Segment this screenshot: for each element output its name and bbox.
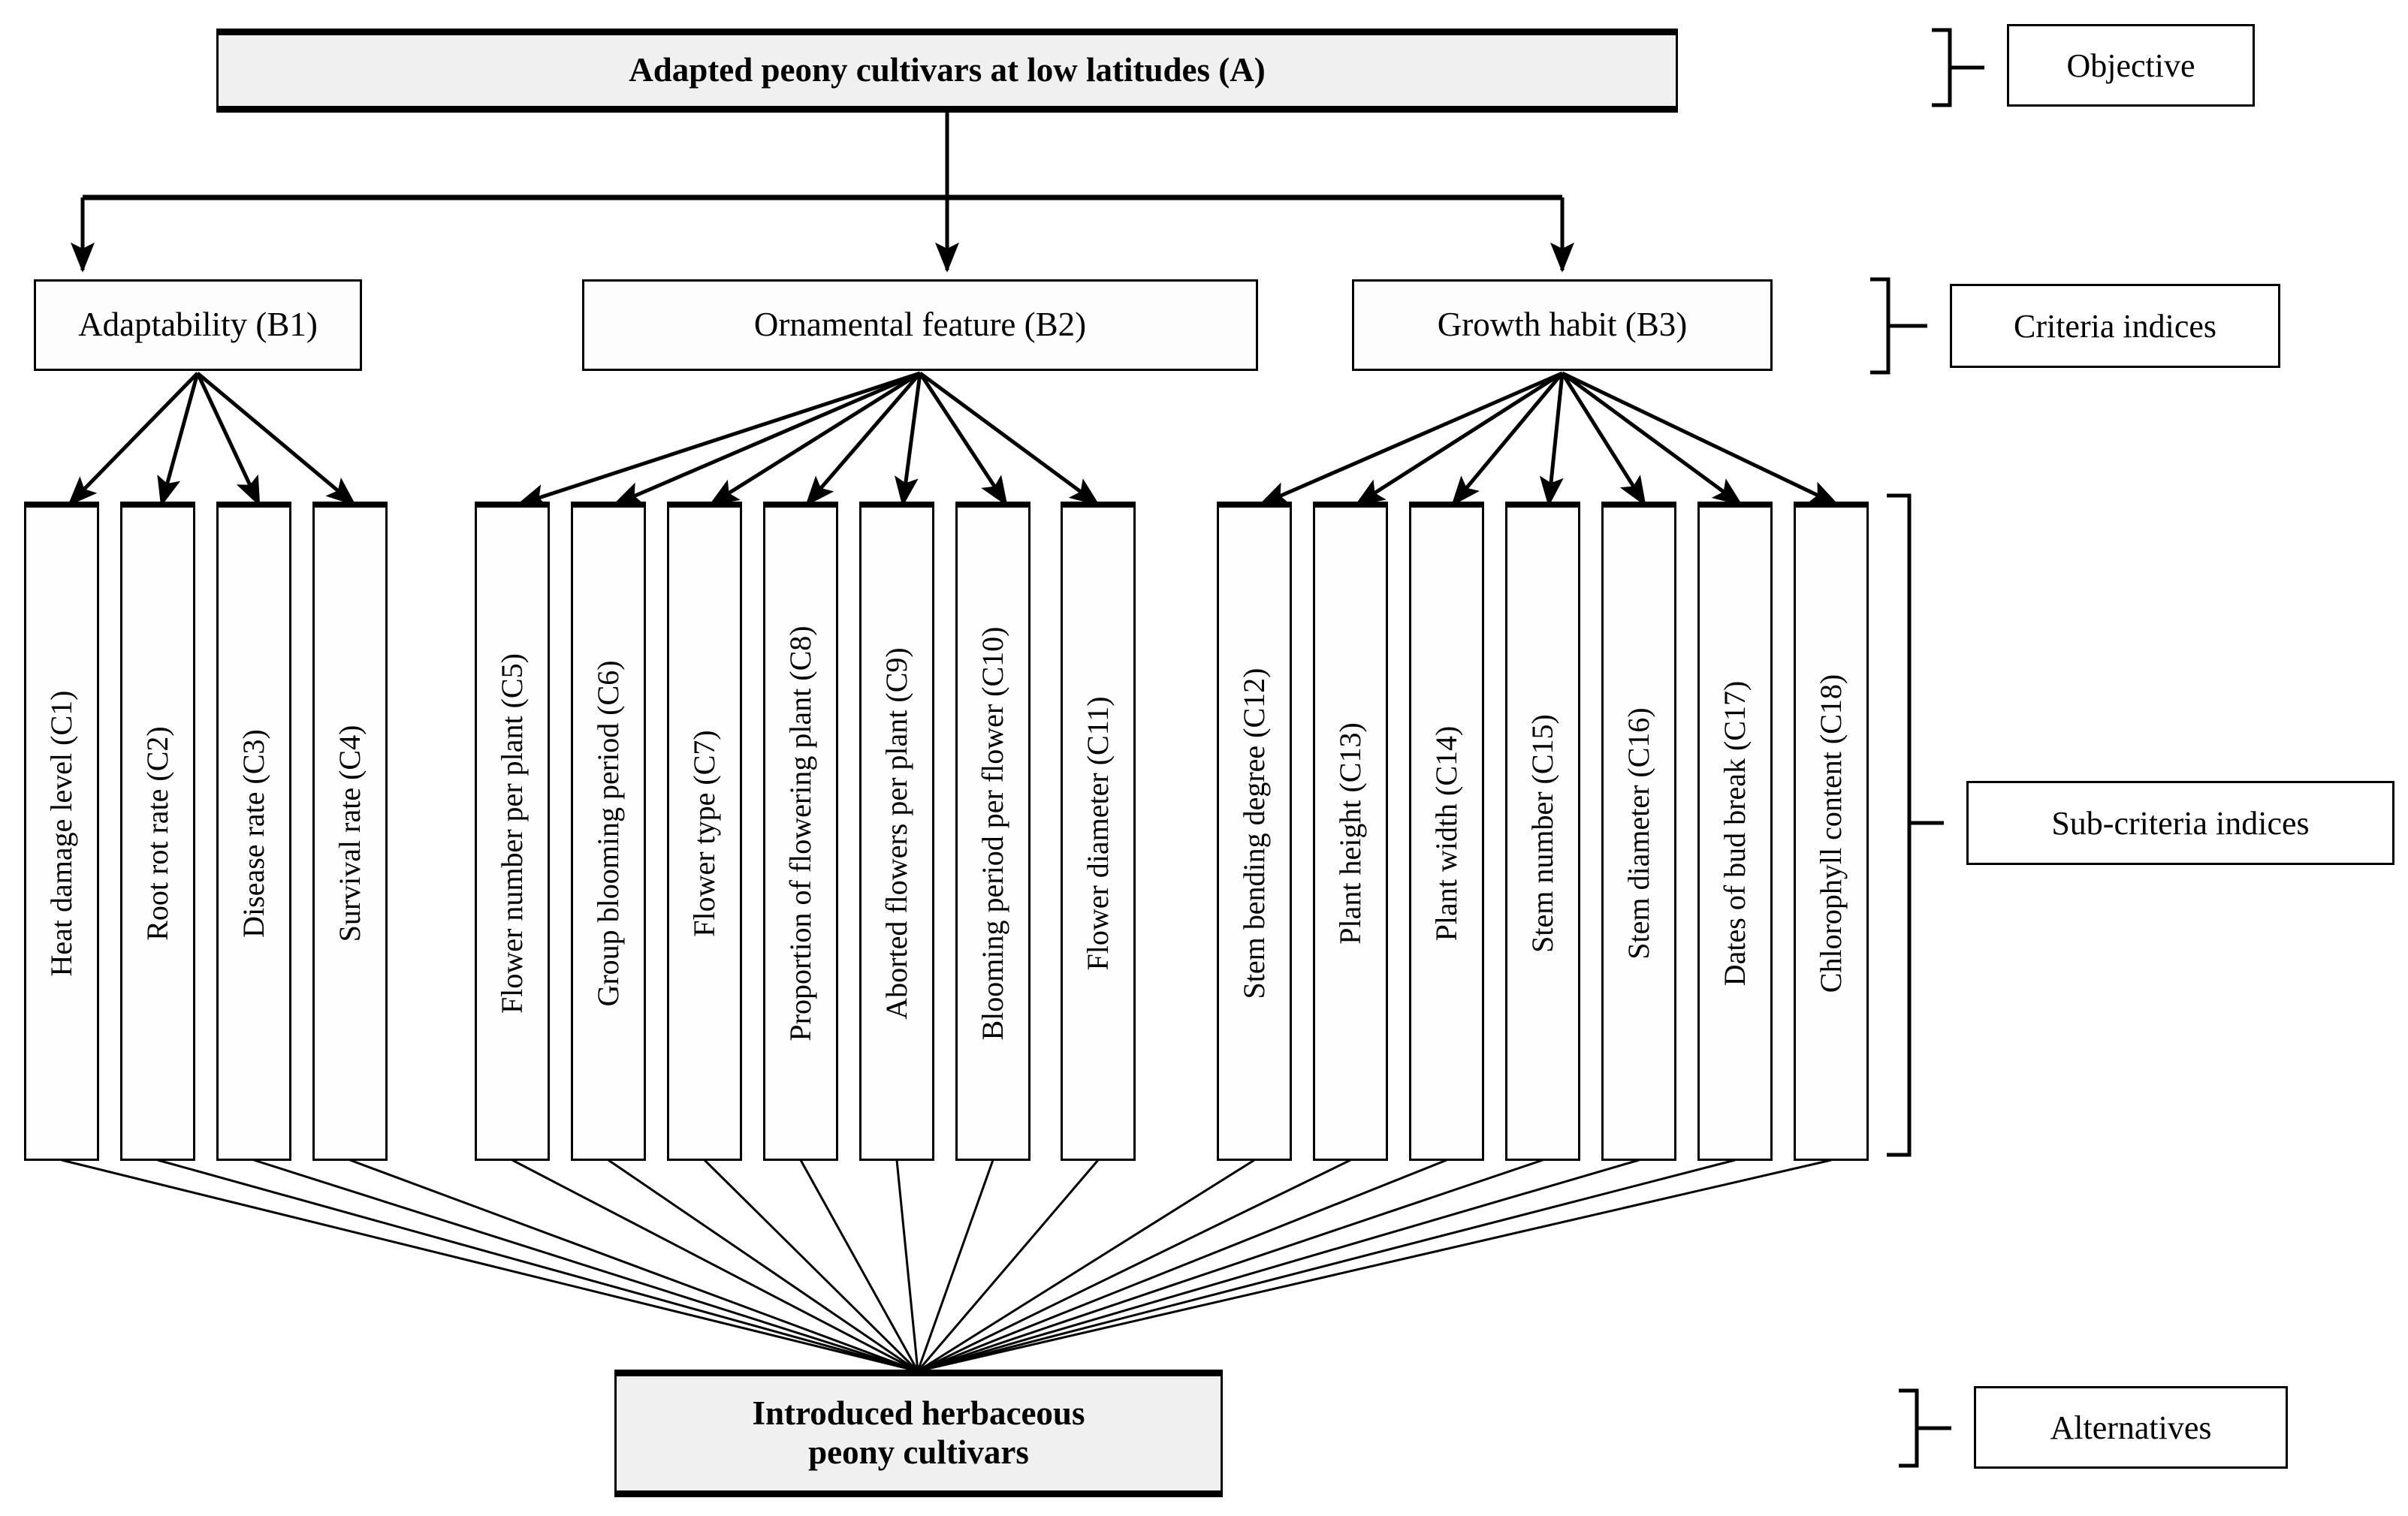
subcriteria-node-c16: Stem diameter (C16) — [1601, 502, 1676, 1161]
b3-to-subcriteria-arrows — [1258, 371, 1839, 507]
subcriteria-label-c2: Root rot rate (C2) — [140, 725, 174, 941]
subcriteria-node-c8: Proportion of flowering plant (C8) — [763, 502, 838, 1161]
subcriteria-node-c9: Aborted flowers per plant (C9) — [859, 502, 934, 1161]
objective-to-criteria-connector — [71, 113, 1575, 273]
subcriteria-node-c10: Blooming period per flower (C10) — [955, 502, 1030, 1161]
subcriteria-label-c17: Dates of bud break (C17) — [1718, 680, 1752, 986]
subcriteria-label-c11: Flower diameter (C11) — [1081, 695, 1115, 971]
level-label-objective: Objective — [2007, 24, 2255, 107]
subcriteria-node-c1: Heat damage level (C1) — [24, 502, 99, 1161]
level-label-criteria: Criteria indices — [1950, 284, 2280, 368]
subcriteria-label-c3: Disease rate (C3) — [237, 728, 270, 938]
b2-to-subcriteria-arrows — [516, 371, 1100, 508]
subcriteria-node-c14: Plant width (C14) — [1409, 502, 1484, 1161]
subcriteria-label-c16: Stem diameter (C16) — [1622, 707, 1655, 960]
level-label-alternatives: Alternatives — [1974, 1386, 2288, 1469]
level-label-subcriteria: Sub-criteria indices — [1966, 781, 2394, 865]
alternatives-line-2: peony cultivars — [808, 1433, 1029, 1471]
subcriteria-node-c12: Stem bending degree (C12) — [1217, 502, 1292, 1161]
subcriteria-label-c8: Proportion of flowering plant (C8) — [783, 625, 817, 1041]
b1-to-subcriteria-arrows — [67, 372, 357, 507]
alternatives-bracket — [1899, 1388, 1951, 1468]
subcriteria-label-c14: Plant width (C14) — [1429, 725, 1463, 941]
subcriteria-label-c4: Survival rate (C4) — [333, 725, 367, 942]
subcriteria-label-c15: Stem number (C15) — [1525, 713, 1559, 953]
subcriteria-node-c13: Plant height (C13) — [1313, 502, 1388, 1161]
alternatives-node: Introduced herbaceous peony cultivars — [614, 1370, 1223, 1497]
subcriteria-node-c4: Survival rate (C4) — [312, 502, 388, 1161]
objective-bracket — [1932, 28, 1984, 107]
subcriteria-node-c6: Group blooming period (C6) — [571, 502, 646, 1161]
subcriteria-node-c2: Root rot rate (C2) — [120, 502, 195, 1161]
level-brackets — [1870, 28, 1984, 1468]
subcriteria-label-c10: Blooming period per flower (C10) — [976, 626, 1009, 1040]
subcriteria-label-c12: Stem bending degree (C12) — [1237, 668, 1271, 999]
subcriteria-node-c15: Stem number (C15) — [1505, 502, 1580, 1161]
alternatives-line-1: Introduced herbaceous — [752, 1394, 1085, 1433]
subcriteria-node-c18: Chlorophyll content (C18) — [1794, 502, 1869, 1161]
subcriteria-node-c11: Flower diameter (C11) — [1061, 502, 1136, 1161]
subcriteria-node-c17: Dates of bud break (C17) — [1697, 502, 1773, 1161]
subcriteria-label-c9: Aborted flowers per plant (C9) — [880, 646, 913, 1020]
criteria-node-b1: Adaptability (B1) — [34, 279, 362, 371]
criteria-bracket — [1870, 277, 1927, 375]
subcriteria-node-c7: Flower type (C7) — [667, 502, 742, 1161]
criteria-node-b2: Ornamental feature (B2) — [582, 279, 1258, 371]
subcriteria-label-c7: Flower type (C7) — [687, 729, 721, 937]
subcriteria-label-c13: Plant height (C13) — [1333, 722, 1367, 945]
subcriteria-node-c5: Flower number per plant (C5) — [475, 502, 550, 1161]
subcriteria-label-c5: Flower number per plant (C5) — [495, 653, 529, 1014]
subcriteria-node-c3: Disease rate (C3) — [216, 502, 291, 1161]
subcriteria-to-alternatives-lines — [61, 1159, 1832, 1373]
subcriteria-bracket — [1887, 493, 1944, 1157]
criteria-node-b3: Growth habit (B3) — [1352, 279, 1773, 371]
subcriteria-label-c18: Chlorophyll content (C18) — [1814, 674, 1848, 993]
objective-node: Adapted peony cultivars at low latitudes… — [216, 29, 1678, 113]
subcriteria-label-c6: Group blooming period (C6) — [591, 659, 625, 1007]
subcriteria-label-c1: Heat damage level (C1) — [44, 690, 78, 976]
